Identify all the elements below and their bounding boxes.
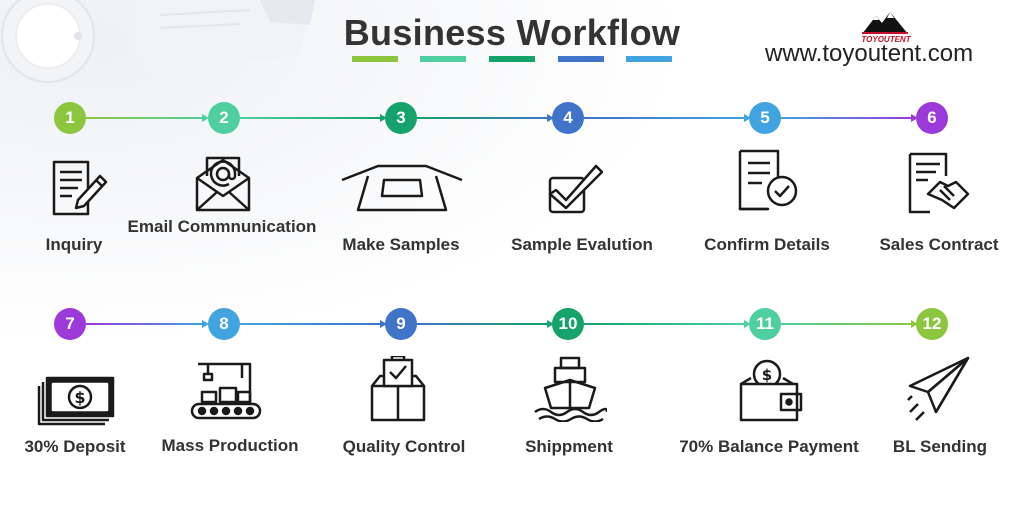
connector-2-3	[240, 117, 384, 119]
cash-stack-icon: $	[37, 376, 115, 426]
paper-plane-icon	[907, 356, 970, 421]
title-bar-4	[558, 56, 604, 62]
title-bar-1	[352, 56, 398, 62]
svg-text:$: $	[74, 388, 85, 407]
step-badge-9: 9	[385, 308, 417, 340]
arrowhead-6	[911, 114, 918, 122]
step-label-10: Shippment	[525, 437, 613, 456]
connector-1-2	[86, 117, 206, 119]
step-label-3: Make Samples	[342, 235, 460, 254]
papers-decoration	[130, 0, 315, 75]
connector-7-8	[86, 323, 206, 325]
connector-4-5	[584, 117, 748, 119]
page-title: Business Workflow	[343, 12, 681, 53]
connector-9-10	[417, 323, 551, 325]
document-check-icon	[738, 149, 798, 211]
arrowhead-5	[744, 114, 751, 122]
step-label-12: BL Sending	[892, 437, 988, 456]
title-bar-3	[489, 56, 535, 62]
website-url[interactable]: www.toyoutent.com	[765, 40, 974, 67]
arrowhead-10	[547, 320, 554, 328]
arrowhead-4	[547, 114, 554, 122]
step-label-5: Confirm Details	[704, 235, 830, 254]
step-label-11: 70% Balance Payment	[679, 437, 859, 456]
arrowhead-3	[380, 114, 387, 122]
step-badge-7: 7	[54, 308, 86, 340]
step-badge-4: 4	[552, 102, 584, 134]
document-pencil-icon	[52, 160, 108, 216]
connector-10-11	[584, 323, 748, 325]
connector-3-4	[417, 117, 551, 119]
step-badge-2: 2	[208, 102, 240, 134]
title-bar-5	[626, 56, 672, 62]
step-label-2: Email Commnunication	[127, 217, 317, 236]
cargo-ship-icon	[534, 356, 607, 422]
wallet-coin-icon: $	[739, 359, 803, 422]
step-label-7: 30% Deposit	[24, 437, 126, 456]
title-bar-2	[420, 56, 466, 62]
step-label-4: Sample Evalution	[511, 235, 653, 254]
arrowhead-12	[911, 320, 918, 328]
contract-handshake-icon	[908, 152, 970, 214]
arrowhead-11	[744, 320, 751, 328]
coffee-cup-decoration	[1, 0, 95, 83]
arrowhead-2	[202, 114, 209, 122]
mountain-logo-icon	[862, 12, 908, 34]
checkbox-icon	[548, 164, 604, 214]
factory-conveyor-icon	[190, 362, 262, 420]
step-label-6: Sales Contract	[879, 235, 999, 254]
rooftop-tent-icon	[341, 164, 463, 212]
svg-text:$: $	[762, 366, 772, 384]
step-label-9: Quality Control	[342, 437, 466, 456]
step-label-8: Mass Production	[161, 436, 299, 455]
step-badge-8: 8	[208, 308, 240, 340]
connector-8-9	[240, 323, 384, 325]
step-label-1: Inquiry	[45, 235, 103, 254]
step-badge-3: 3	[385, 102, 417, 134]
brand-name: TOYOUTENT	[861, 35, 911, 44]
email-envelope-icon	[195, 156, 251, 212]
step-badge-10: 10	[552, 308, 584, 340]
title-color-bars	[352, 56, 672, 62]
step-badge-5: 5	[749, 102, 781, 134]
connector-11-12	[781, 323, 915, 325]
step-badge-12: 12	[916, 308, 948, 340]
arrowhead-8	[202, 320, 209, 328]
connector-5-6	[781, 117, 915, 119]
step-badge-6: 6	[916, 102, 948, 134]
step-badge-1: 1	[54, 102, 86, 134]
arrowhead-9	[380, 320, 387, 328]
step-badge-11: 11	[749, 308, 781, 340]
quality-box-icon	[370, 356, 426, 422]
